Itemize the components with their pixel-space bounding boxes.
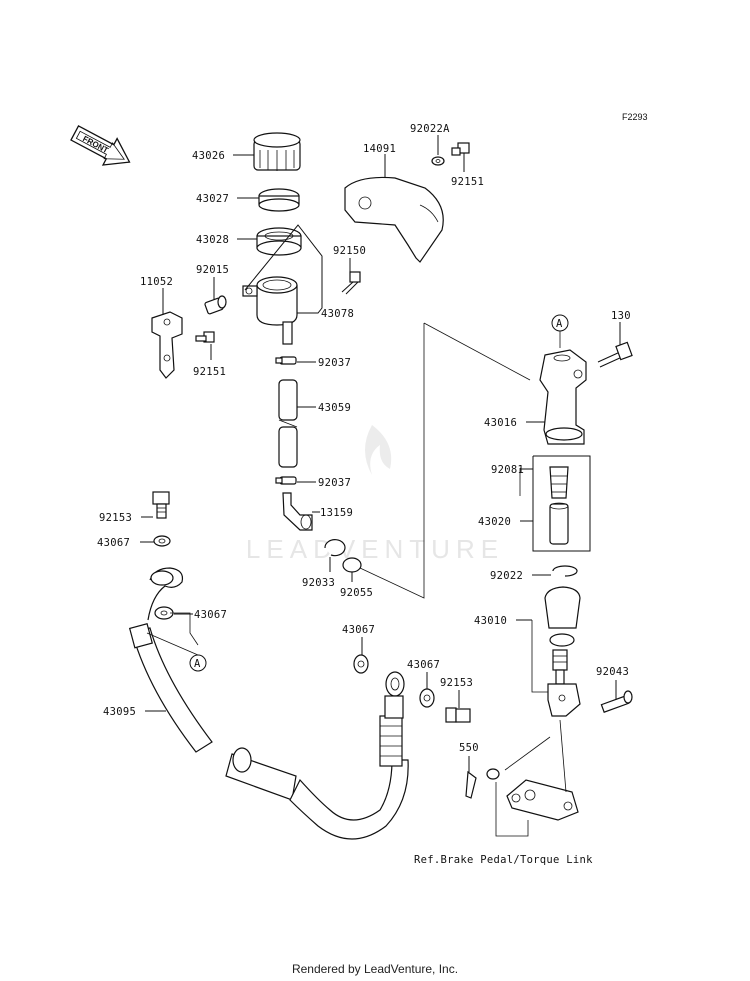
- piston-kit: [519, 455, 591, 552]
- label-92153-lower: 92153: [440, 677, 473, 689]
- marker-a-bottom-label: A: [194, 658, 201, 670]
- label-92033: 92033: [302, 577, 335, 589]
- master-cylinder-body: [539, 349, 587, 445]
- marker-a-top-label: A: [556, 318, 563, 330]
- label-14091: 14091: [363, 143, 396, 155]
- reference-note: Ref.Brake Pedal/Torque Link: [414, 854, 593, 866]
- marker-a-line2: [170, 612, 199, 646]
- o-ring-92055: [342, 557, 362, 573]
- reservoir-cap: [253, 132, 301, 171]
- label-92043: 92043: [596, 666, 629, 678]
- bolt-92150: [341, 271, 361, 295]
- label-92022A: 92022A: [410, 123, 450, 135]
- label-43016: 43016: [484, 417, 517, 429]
- label-43067-b: 43067: [194, 609, 227, 621]
- reservoir-cover: [344, 176, 444, 263]
- label-13159: 13159: [320, 507, 353, 519]
- washer-43067-c: [353, 654, 369, 674]
- watermark: LEADVENTURE: [246, 425, 504, 564]
- circlip-92022: [552, 565, 578, 577]
- washer-43067-d: [419, 688, 435, 708]
- brake-pedal-link: [486, 719, 579, 837]
- bolt-92151-lower: [195, 331, 215, 343]
- clevis-pin: [600, 690, 633, 713]
- circle-marker-a-bottom: A: [189, 654, 207, 672]
- label-92151-lower: 92151: [193, 366, 226, 378]
- label-43020: 43020: [478, 516, 511, 528]
- label-43095: 43095: [103, 706, 136, 718]
- hose-clamp-upper: [275, 356, 297, 365]
- label-92081: 92081: [491, 464, 524, 476]
- label-130: 130: [611, 310, 631, 322]
- bolt-130: [597, 341, 633, 368]
- diaphragm: [256, 227, 302, 256]
- label-92153-upper: 92153: [99, 512, 132, 524]
- diaphragm-plate: [258, 188, 300, 212]
- banjo-bolt-upper: [152, 491, 170, 519]
- front-arrow: FRONT: [70, 125, 131, 166]
- reservoir-bracket: [151, 311, 183, 379]
- hose-clamp-lower: [275, 476, 297, 485]
- label-43067-a: 43067: [97, 537, 130, 549]
- label-550: 550: [459, 742, 479, 754]
- footer-credit: Rendered by LeadVenture, Inc.: [291, 962, 459, 976]
- watermark-text: LEADVENTURE: [246, 534, 504, 564]
- washer-43067-a: [153, 535, 171, 547]
- marker-a-line: [146, 632, 199, 656]
- label-43067-d: 43067: [407, 659, 440, 671]
- label-43027: 43027: [196, 193, 229, 205]
- label-43059: 43059: [318, 402, 351, 414]
- banjo-bolt-lower: [445, 707, 471, 723]
- label-92055: 92055: [340, 587, 373, 599]
- label-92150: 92150: [333, 245, 366, 257]
- label-43010: 43010: [474, 615, 507, 627]
- label-43067-c: 43067: [342, 624, 375, 636]
- label-92037-lower: 92037: [318, 477, 351, 489]
- push-rod-assy: [544, 586, 581, 717]
- reservoir-tank: [242, 276, 298, 345]
- washer-43067-b: [154, 606, 174, 620]
- label-43078: 43078: [321, 308, 354, 320]
- label-11052: 11052: [140, 276, 173, 288]
- label-92015: 92015: [196, 264, 229, 276]
- guide-line-top: [423, 322, 531, 381]
- label-92022: 92022: [490, 570, 523, 582]
- bracket-43010: [531, 620, 548, 693]
- label-43028: 43028: [196, 234, 229, 246]
- circlip-92033: [324, 539, 346, 557]
- guide-line-left: [359, 323, 425, 599]
- label-92037-upper: 92037: [318, 357, 351, 369]
- bolt-92151-upper: [451, 142, 470, 156]
- flame-icon: [365, 425, 392, 475]
- reservoir-hose: [278, 379, 298, 468]
- part-labels: 43026 43027 43028 14091 92022A 92151 921…: [97, 123, 631, 754]
- collar: [204, 295, 227, 315]
- circle-marker-a-top: A: [551, 314, 569, 332]
- elbow-fitting: [282, 492, 313, 531]
- label-92151-upper: 92151: [451, 176, 484, 188]
- leader-lines: [140, 135, 621, 772]
- label-43026: 43026: [192, 150, 225, 162]
- brake-hose: [128, 567, 409, 840]
- washer-92022A: [431, 156, 445, 166]
- diagram-code: F2293: [622, 112, 648, 122]
- cotter-pin: [465, 770, 477, 799]
